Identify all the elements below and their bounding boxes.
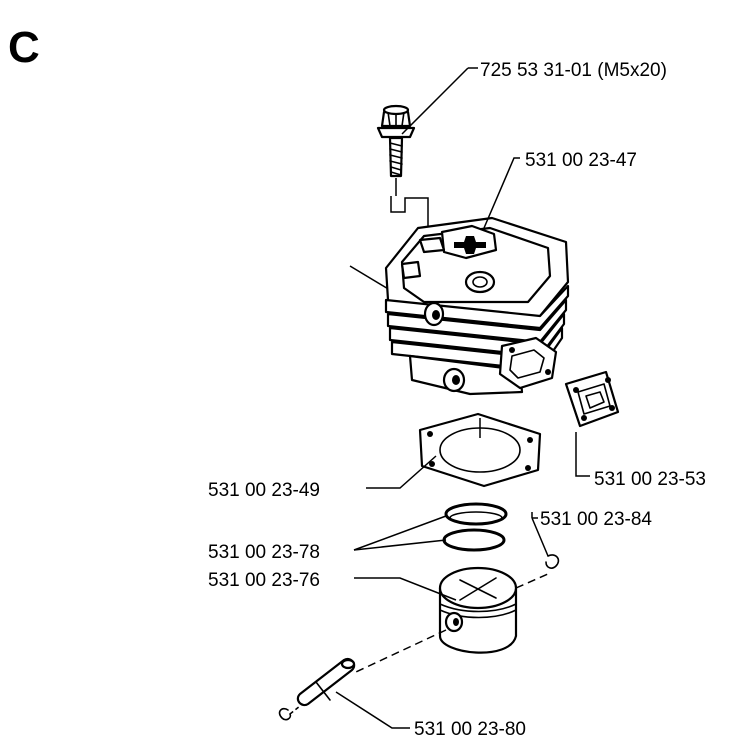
- piston-pin-drawing: [296, 657, 356, 707]
- label-piston: 531 00 23-76: [208, 570, 320, 591]
- exhaust-gasket-drawing: [564, 370, 620, 428]
- cylinder-gasket-drawing: [418, 412, 542, 488]
- screw-drawing: [376, 104, 429, 235]
- label-exhaust-gasket: 531 00 23-53: [594, 469, 706, 490]
- section-letter: C: [8, 23, 40, 72]
- label-circlip: 531 00 23-84: [540, 509, 652, 530]
- circlip-right-drawing: [531, 512, 560, 569]
- leader-lines: [335, 67, 590, 729]
- label-piston-rings: 531 00 23-78: [208, 542, 320, 563]
- piston-drawing: [355, 566, 549, 673]
- cylinder-drawing: [349, 216, 570, 396]
- piston-rings-drawing: [442, 502, 508, 552]
- label-cylinder: 531 00 23-47: [525, 150, 637, 171]
- label-cylinder-gasket: 531 00 23-49: [208, 480, 320, 501]
- label-screw: 725 53 31-01 (M5x20): [480, 60, 667, 81]
- circlip-left-drawing: [278, 705, 301, 721]
- label-piston-pin: 531 00 23-80: [414, 719, 526, 737]
